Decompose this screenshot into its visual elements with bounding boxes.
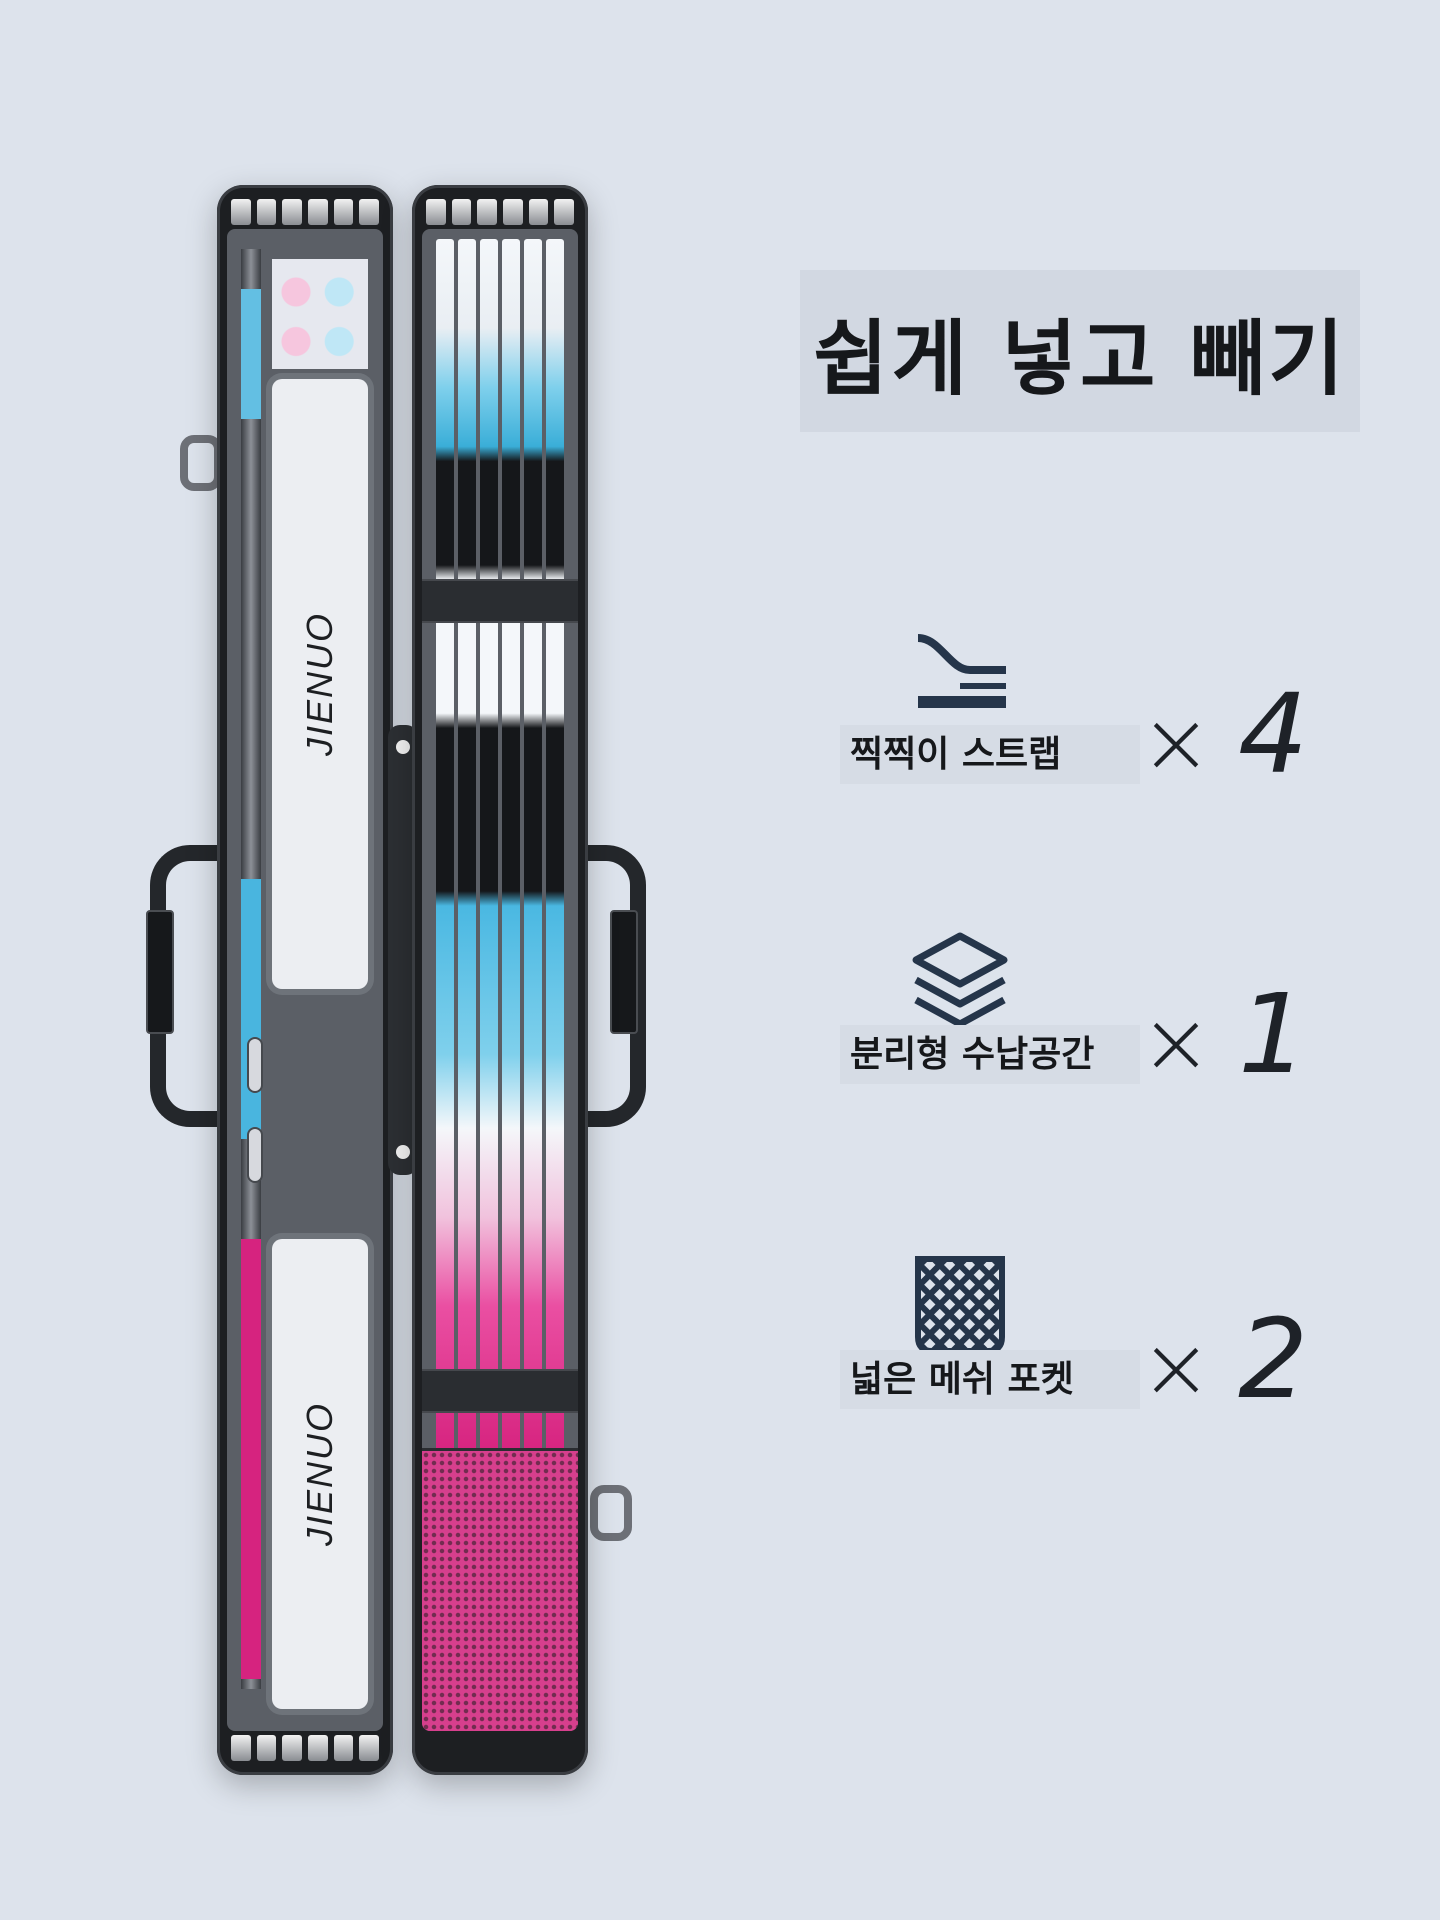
feature-separate-storage: 분리형 수납공간 ×1: [840, 930, 1310, 1190]
layers-icon: [912, 932, 1008, 1028]
accessory-stickers: [272, 259, 368, 369]
left-handle-plate: [146, 910, 174, 1034]
feature-mesh-pocket: 넓은 메쉬 포켓 ×2: [840, 1255, 1310, 1515]
rod-segment-blue: [241, 879, 261, 1139]
feature-count: ×2: [1140, 1295, 1308, 1423]
feature-label: 찍찍이 스트랩: [840, 725, 1140, 785]
left-compartment-lining: JIENUO JIENUO: [227, 229, 383, 1731]
hinge-rivet: [396, 1145, 410, 1159]
feature-label: 넓은 메쉬 포켓: [840, 1350, 1140, 1410]
multiply-sign: ×: [1140, 693, 1213, 793]
right-handle-plate: [610, 910, 638, 1034]
left-d-ring: [180, 435, 222, 491]
multiply-sign: ×: [1140, 1318, 1213, 1418]
left-compartment: JIENUO JIENUO: [217, 185, 393, 1775]
feature-label: 분리형 수납공간: [840, 1025, 1140, 1085]
count-value: 1: [1238, 970, 1309, 1098]
strap-icon: [917, 634, 1006, 708]
mesh-pocket-icon: [915, 1256, 1005, 1354]
brand-logo-top: JIENUO: [299, 611, 340, 757]
rod-caps-bottom: [231, 1735, 380, 1761]
rod-segment-blue: [241, 289, 261, 419]
page-title: 쉽게 넣고 빼기: [800, 270, 1360, 432]
count-value: 2: [1238, 1295, 1309, 1423]
lower-pouch[interactable]: JIENUO: [272, 1239, 368, 1709]
zipper-pull[interactable]: [249, 1129, 261, 1181]
count-value: 4: [1238, 670, 1309, 798]
rod-caps-top: [231, 199, 380, 225]
feature-velcro-strap: 찍찍이 스트랩 ×4: [840, 630, 1310, 890]
hinge-rivet: [396, 740, 410, 754]
right-compartment: [412, 185, 588, 1775]
right-compartment-lining: [422, 229, 578, 1731]
right-d-ring: [590, 1485, 632, 1541]
zipper-pull[interactable]: [249, 1039, 261, 1091]
feature-count: ×4: [1140, 670, 1308, 798]
velcro-strap[interactable]: [422, 579, 578, 623]
velcro-strap[interactable]: [422, 1369, 578, 1413]
multiply-sign: ×: [1140, 993, 1213, 1093]
rod-case-illustration: JIENUO JIENUO: [146, 185, 646, 1775]
feature-count: ×1: [1140, 970, 1308, 1098]
brand-logo-bottom: JIENUO: [299, 1401, 340, 1547]
rod-segment-pink: [241, 1239, 261, 1679]
rod-caps-top: [426, 199, 575, 225]
upper-pouch[interactable]: JIENUO: [272, 379, 368, 989]
mesh-pocket[interactable]: [422, 1448, 578, 1731]
